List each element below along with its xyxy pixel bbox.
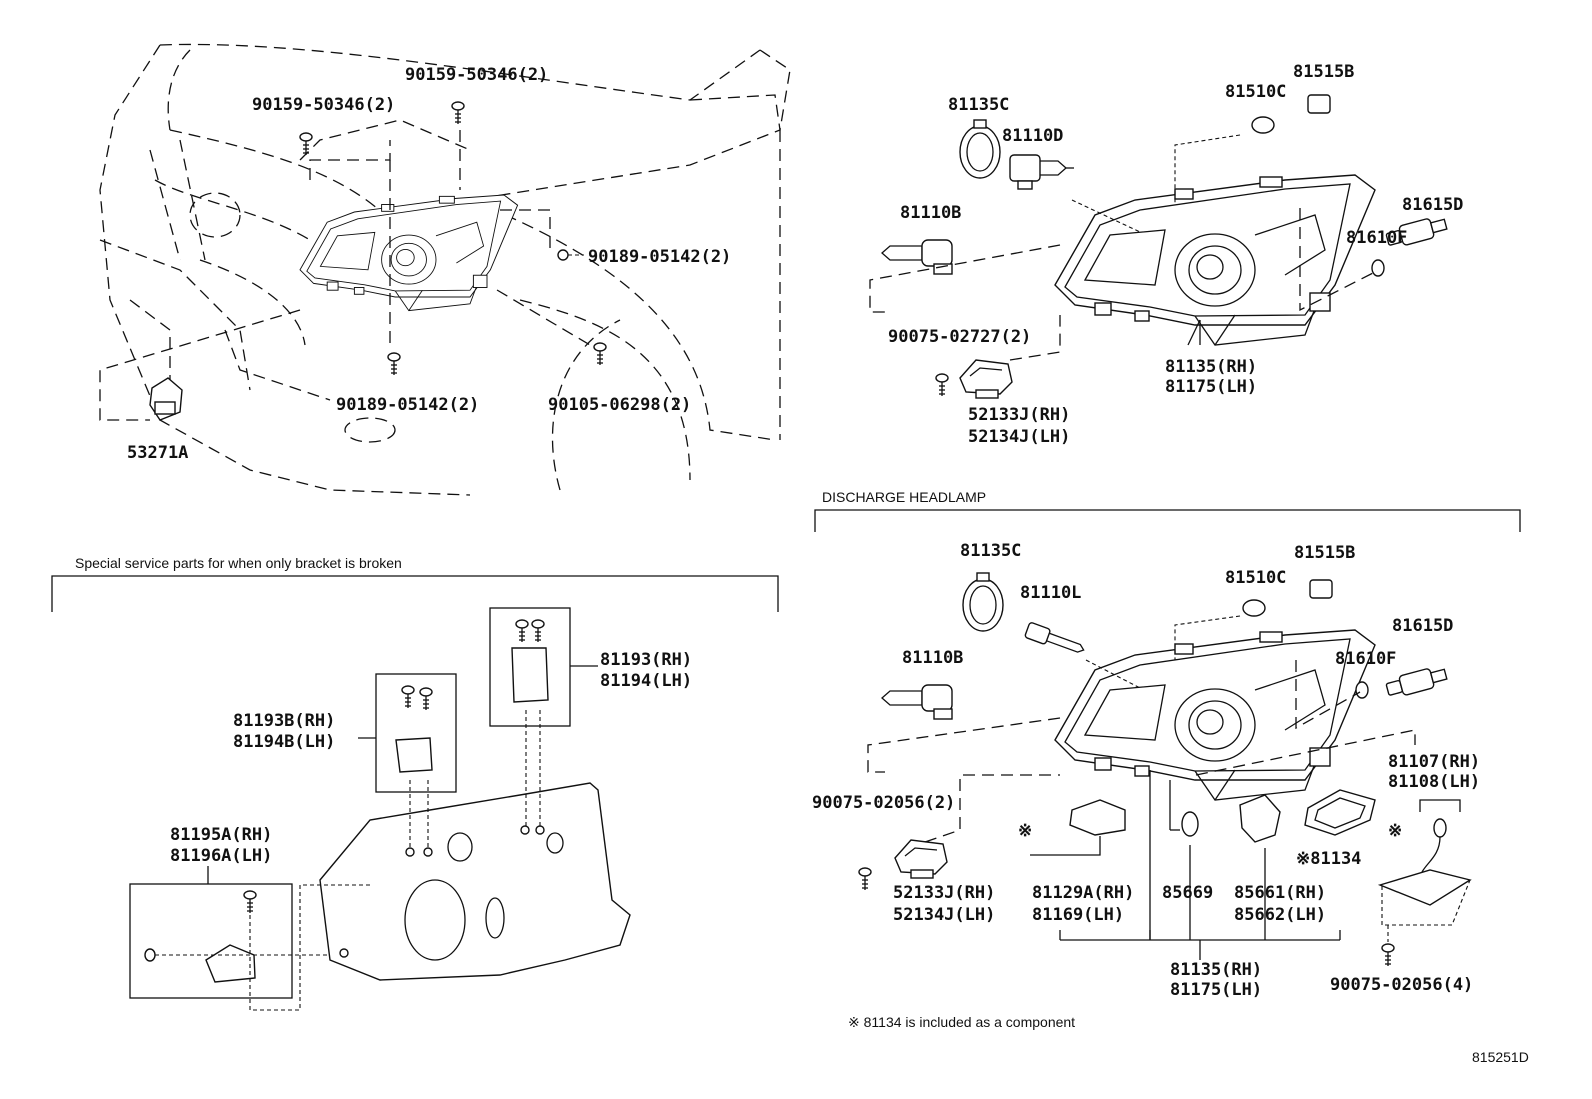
wedge-bulb — [1371, 259, 1385, 277]
part-label: 81193B(RH) — [233, 711, 335, 731]
part-label: 81515B — [1294, 543, 1355, 563]
part-label: 81129A(RH) — [1032, 883, 1134, 903]
part-label: 90189-05142(2) — [336, 395, 479, 415]
headlamp-exploded-view — [869, 94, 1449, 399]
part-label: 81110L — [1020, 583, 1081, 603]
bracket-section-frame — [51, 575, 779, 612]
part-label: 81135C — [948, 95, 1009, 115]
bulb-socket — [1309, 579, 1333, 599]
part-label: 81615D — [1392, 616, 1453, 636]
part-label: 90105-06298(2) — [548, 395, 691, 415]
part-label: 81195A(RH) — [170, 825, 272, 845]
part-label: 85669 — [1162, 883, 1213, 903]
part-label: 85662(LH) — [1234, 905, 1326, 925]
part-label: 81510C — [1225, 82, 1286, 102]
part-label: 81169(LH) — [1032, 905, 1124, 925]
bulb-socket — [1307, 94, 1331, 114]
part-label: 81615D — [1402, 195, 1463, 215]
discharge-ballast — [1377, 869, 1472, 906]
part-label: 81610F — [1335, 649, 1396, 669]
figure-id: 815251D — [1472, 1049, 1529, 1065]
part-label: 81196A(LH) — [170, 846, 272, 866]
side-marker-lens — [1251, 116, 1275, 134]
o-ring — [1181, 811, 1199, 837]
bracket-kit-box — [375, 673, 457, 793]
bracket-kit-box — [489, 607, 571, 727]
component-mark: ※ — [1388, 821, 1402, 841]
part-label: 90159-50346(2) — [252, 95, 395, 115]
part-label: 81515B — [1293, 62, 1354, 82]
part-label: 81194(LH) — [600, 671, 692, 691]
part-label: 81135(RH) — [1165, 357, 1257, 377]
part-label: 81194B(LH) — [233, 732, 335, 752]
part-label: 52134J(LH) — [968, 427, 1070, 447]
part-label: 90189-05142(2) — [588, 247, 731, 267]
ballast-computer — [1069, 799, 1126, 836]
discharge-headlamp-exploded-view — [858, 572, 1472, 967]
part-label: 81110D — [1002, 126, 1063, 146]
part-label: 52133J(RH) — [893, 883, 995, 903]
part-label: 81193(RH) — [600, 650, 692, 670]
part-label: 81175(LH) — [1170, 980, 1262, 1000]
vehicle-front-view — [99, 43, 791, 496]
part-label: 81510C — [1225, 568, 1286, 588]
gasket — [1304, 789, 1376, 836]
part-label: 81108(LH) — [1388, 772, 1480, 792]
discharge-section-frame — [814, 509, 1521, 532]
bracket-exploded-view — [129, 607, 631, 1011]
part-label: 52134J(LH) — [893, 905, 995, 925]
component-mark: ※ — [1018, 821, 1032, 841]
part-label: 81135(RH) — [1170, 960, 1262, 980]
part-label: 81175(LH) — [1165, 377, 1257, 397]
part-label: 81135C — [960, 541, 1021, 561]
footnote: ※ 81134 is included as a component — [848, 1014, 1075, 1030]
part-label: 53271A — [127, 443, 188, 463]
part-label: 85661(RH) — [1234, 883, 1326, 903]
section-title: Special service parts for when only brac… — [75, 555, 402, 571]
wedge-bulb — [1355, 681, 1369, 699]
part-label: 81110B — [900, 203, 961, 223]
part-label: 81110B — [902, 648, 963, 668]
side-marker-lens — [1242, 599, 1266, 617]
bracket-kit-box — [129, 883, 293, 999]
part-label: 81107(RH) — [1388, 752, 1480, 772]
part-label: ※81134 — [1296, 849, 1361, 869]
connector — [1433, 818, 1447, 838]
part-label: 90159-50346(2) — [405, 65, 548, 85]
part-label: 90075-02056(4) — [1330, 975, 1473, 995]
part-label: 90075-02056(2) — [812, 793, 955, 813]
section-title: DISCHARGE HEADLAMP — [822, 489, 986, 505]
leveling-actuator — [1239, 794, 1281, 843]
part-label: 90075-02727(2) — [888, 327, 1031, 347]
part-label: 81610F — [1346, 228, 1407, 248]
part-label: 52133J(RH) — [968, 405, 1070, 425]
